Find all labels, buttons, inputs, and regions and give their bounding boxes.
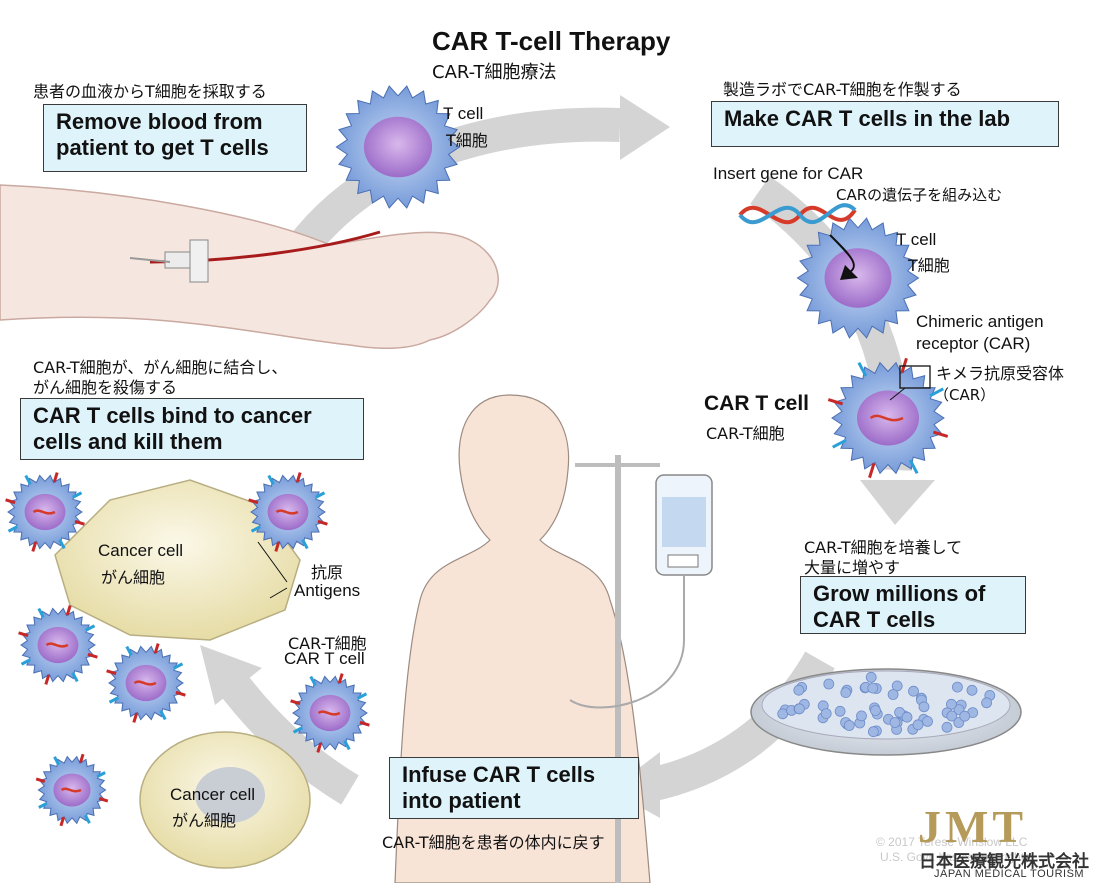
step2-jp: 製造ラボでCAR-T細胞を作製する	[723, 76, 962, 100]
dish-cell	[844, 721, 854, 731]
company-name-en: JAPAN MEDICAL TOURISM	[934, 868, 1084, 880]
step4-line1: Infuse CAR T cells	[402, 762, 626, 788]
step3-line2: CAR T cells	[813, 607, 1013, 633]
dish-cell	[888, 690, 898, 700]
dish-cell	[923, 716, 933, 726]
car-label-en-2: receptor (CAR)	[916, 334, 1030, 354]
diagram-title-jp: CAR-T細胞療法	[432, 58, 557, 84]
car-t-cell-3	[19, 606, 98, 685]
dish-cell	[841, 688, 851, 698]
car-label-jp-1: キメラ抗原受容体	[936, 360, 1064, 384]
car-label-en-1: Chimeric antigen	[916, 312, 1044, 332]
car-t-cell-6	[36, 754, 108, 826]
step2-box: Make CAR T cells in the lab	[711, 101, 1059, 147]
dish-cell	[890, 718, 900, 728]
dish-cell	[824, 679, 834, 689]
cancer2-label-en: Cancer cell	[170, 785, 255, 805]
antigen-label-jp: 抗原	[311, 559, 343, 583]
tcell2-label-en: T cell	[896, 230, 936, 250]
insert-gene-jp: CARの遺伝子を組み込む	[836, 184, 1002, 205]
step1-line2: patient to get T cells	[56, 135, 294, 161]
dish-cell	[902, 712, 912, 722]
tcell-label-jp: T細胞	[446, 127, 488, 151]
cart2-label-en: CAR T cell	[284, 649, 365, 669]
car-label-jp-2: （CAR）	[934, 384, 995, 405]
cancer1-label-jp: がん細胞	[101, 564, 165, 588]
dish-cell	[942, 722, 952, 732]
dish-cell	[868, 683, 878, 693]
dish-cell	[871, 706, 881, 716]
step3-jp-2: 大量に増やす	[804, 554, 900, 578]
dish-cell	[821, 709, 831, 719]
dish-cell	[967, 685, 977, 695]
dish-cell	[794, 685, 804, 695]
diagram-title: CAR T-cell Therapy	[432, 26, 670, 57]
dish-cell	[919, 702, 929, 712]
dish-cell	[794, 704, 804, 714]
step1-box: Remove blood from patient to get T cells	[43, 104, 307, 172]
dish-cell	[909, 686, 919, 696]
dish-cell	[952, 682, 962, 692]
step5-line1: CAR T cells bind to cancer	[33, 403, 351, 429]
step5-line2: cells and kill them	[33, 429, 351, 455]
dish-cell	[866, 672, 876, 682]
cart-label-en: CAR T cell	[704, 392, 809, 416]
dish-cell	[868, 727, 878, 737]
dish-cell	[835, 706, 845, 716]
insert-gene-en: Insert gene for CAR	[713, 164, 863, 184]
cancer2-label-jp: がん細胞	[172, 807, 236, 831]
cart-label-jp: CAR-T細胞	[706, 420, 785, 444]
jmt-logo: JMT	[918, 800, 1027, 853]
step3-box: Grow millions of CAR T cells	[800, 576, 1026, 634]
tcell2-label-jp: T細胞	[908, 252, 950, 276]
step4-jp: CAR-T細胞を患者の体内に戻す	[382, 829, 605, 853]
step1-line1: Remove blood from	[56, 109, 294, 135]
dish-cell	[857, 711, 867, 721]
step2-line1: Make CAR T cells in the lab	[724, 106, 1046, 132]
arm-illustration	[0, 185, 498, 348]
step5-box: CAR T cells bind to cancer cells and kil…	[20, 398, 364, 460]
tcell-label-en: T cell	[443, 104, 483, 124]
car-t-cell-4	[107, 644, 186, 723]
dish-cell	[982, 698, 992, 708]
dish-cell	[960, 711, 970, 721]
step5-jp-2: がん細胞を殺傷する	[33, 374, 177, 398]
step1-jp: 患者の血液からT細胞を採取する	[33, 78, 267, 102]
cancer1-label-en: Cancer cell	[98, 541, 183, 561]
dish-cell	[913, 720, 923, 730]
antigen-label-en: Antigens	[294, 581, 360, 601]
step4-line2: into patient	[402, 788, 626, 814]
step3-line1: Grow millions of	[813, 581, 1013, 607]
step4-box: Infuse CAR T cells into patient	[389, 757, 639, 819]
